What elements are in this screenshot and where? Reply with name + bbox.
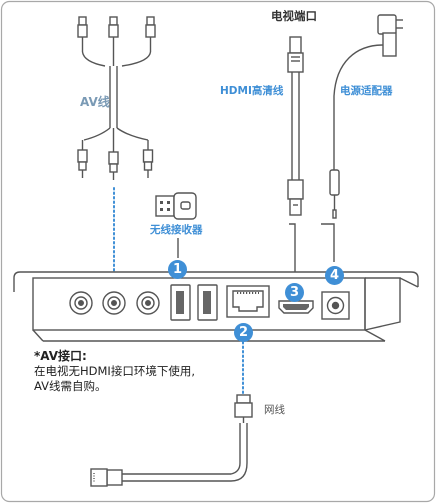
hdmi-cable-label: HDMI高清线 xyxy=(220,85,284,97)
badge-1-usb: 1 xyxy=(168,260,187,279)
av-plug-top-center xyxy=(108,16,119,52)
badge-2-ethernet: 2 xyxy=(234,323,253,342)
badge-3-hdmi: 3 xyxy=(285,283,304,302)
av-note: *AV接口: 在电视无HDMI接口环境下使用, AV线需自购。 xyxy=(34,349,195,394)
badge-4-power: 4 xyxy=(325,266,344,285)
av-note-title: *AV接口: xyxy=(34,349,87,363)
av-cable xyxy=(77,16,156,180)
av-note-line-1: 在电视无HDMI接口环境下使用, xyxy=(34,364,195,378)
wireless-receiver-label: 无线接收器 xyxy=(150,224,203,236)
network-cable-label: 网线 xyxy=(264,404,285,416)
power-adapter-label: 电源适配器 xyxy=(340,85,393,97)
hdmi-cable xyxy=(287,36,304,216)
usb-ports xyxy=(170,284,218,321)
av-plug-top-left xyxy=(77,16,88,52)
power-leader-line xyxy=(321,223,335,262)
av-plug-top-right xyxy=(145,16,156,52)
ethernet-port xyxy=(226,285,270,318)
power-adapter-drawing xyxy=(329,14,403,219)
av-jacks xyxy=(69,291,160,315)
dc-power-port xyxy=(321,291,350,320)
hdmi-leader-line xyxy=(289,223,296,282)
wireless-receiver-dongle xyxy=(155,192,197,220)
av-cable-label: AV线 xyxy=(80,95,110,109)
av-plug-bottom-left xyxy=(77,140,88,178)
av-plug-bottom-right xyxy=(142,140,154,178)
tv-port-label: 电视端口 xyxy=(271,9,317,23)
network-cable xyxy=(90,341,253,487)
av-note-line-2: AV线需自购。 xyxy=(34,379,107,393)
av-plug-bottom-center xyxy=(108,142,119,180)
